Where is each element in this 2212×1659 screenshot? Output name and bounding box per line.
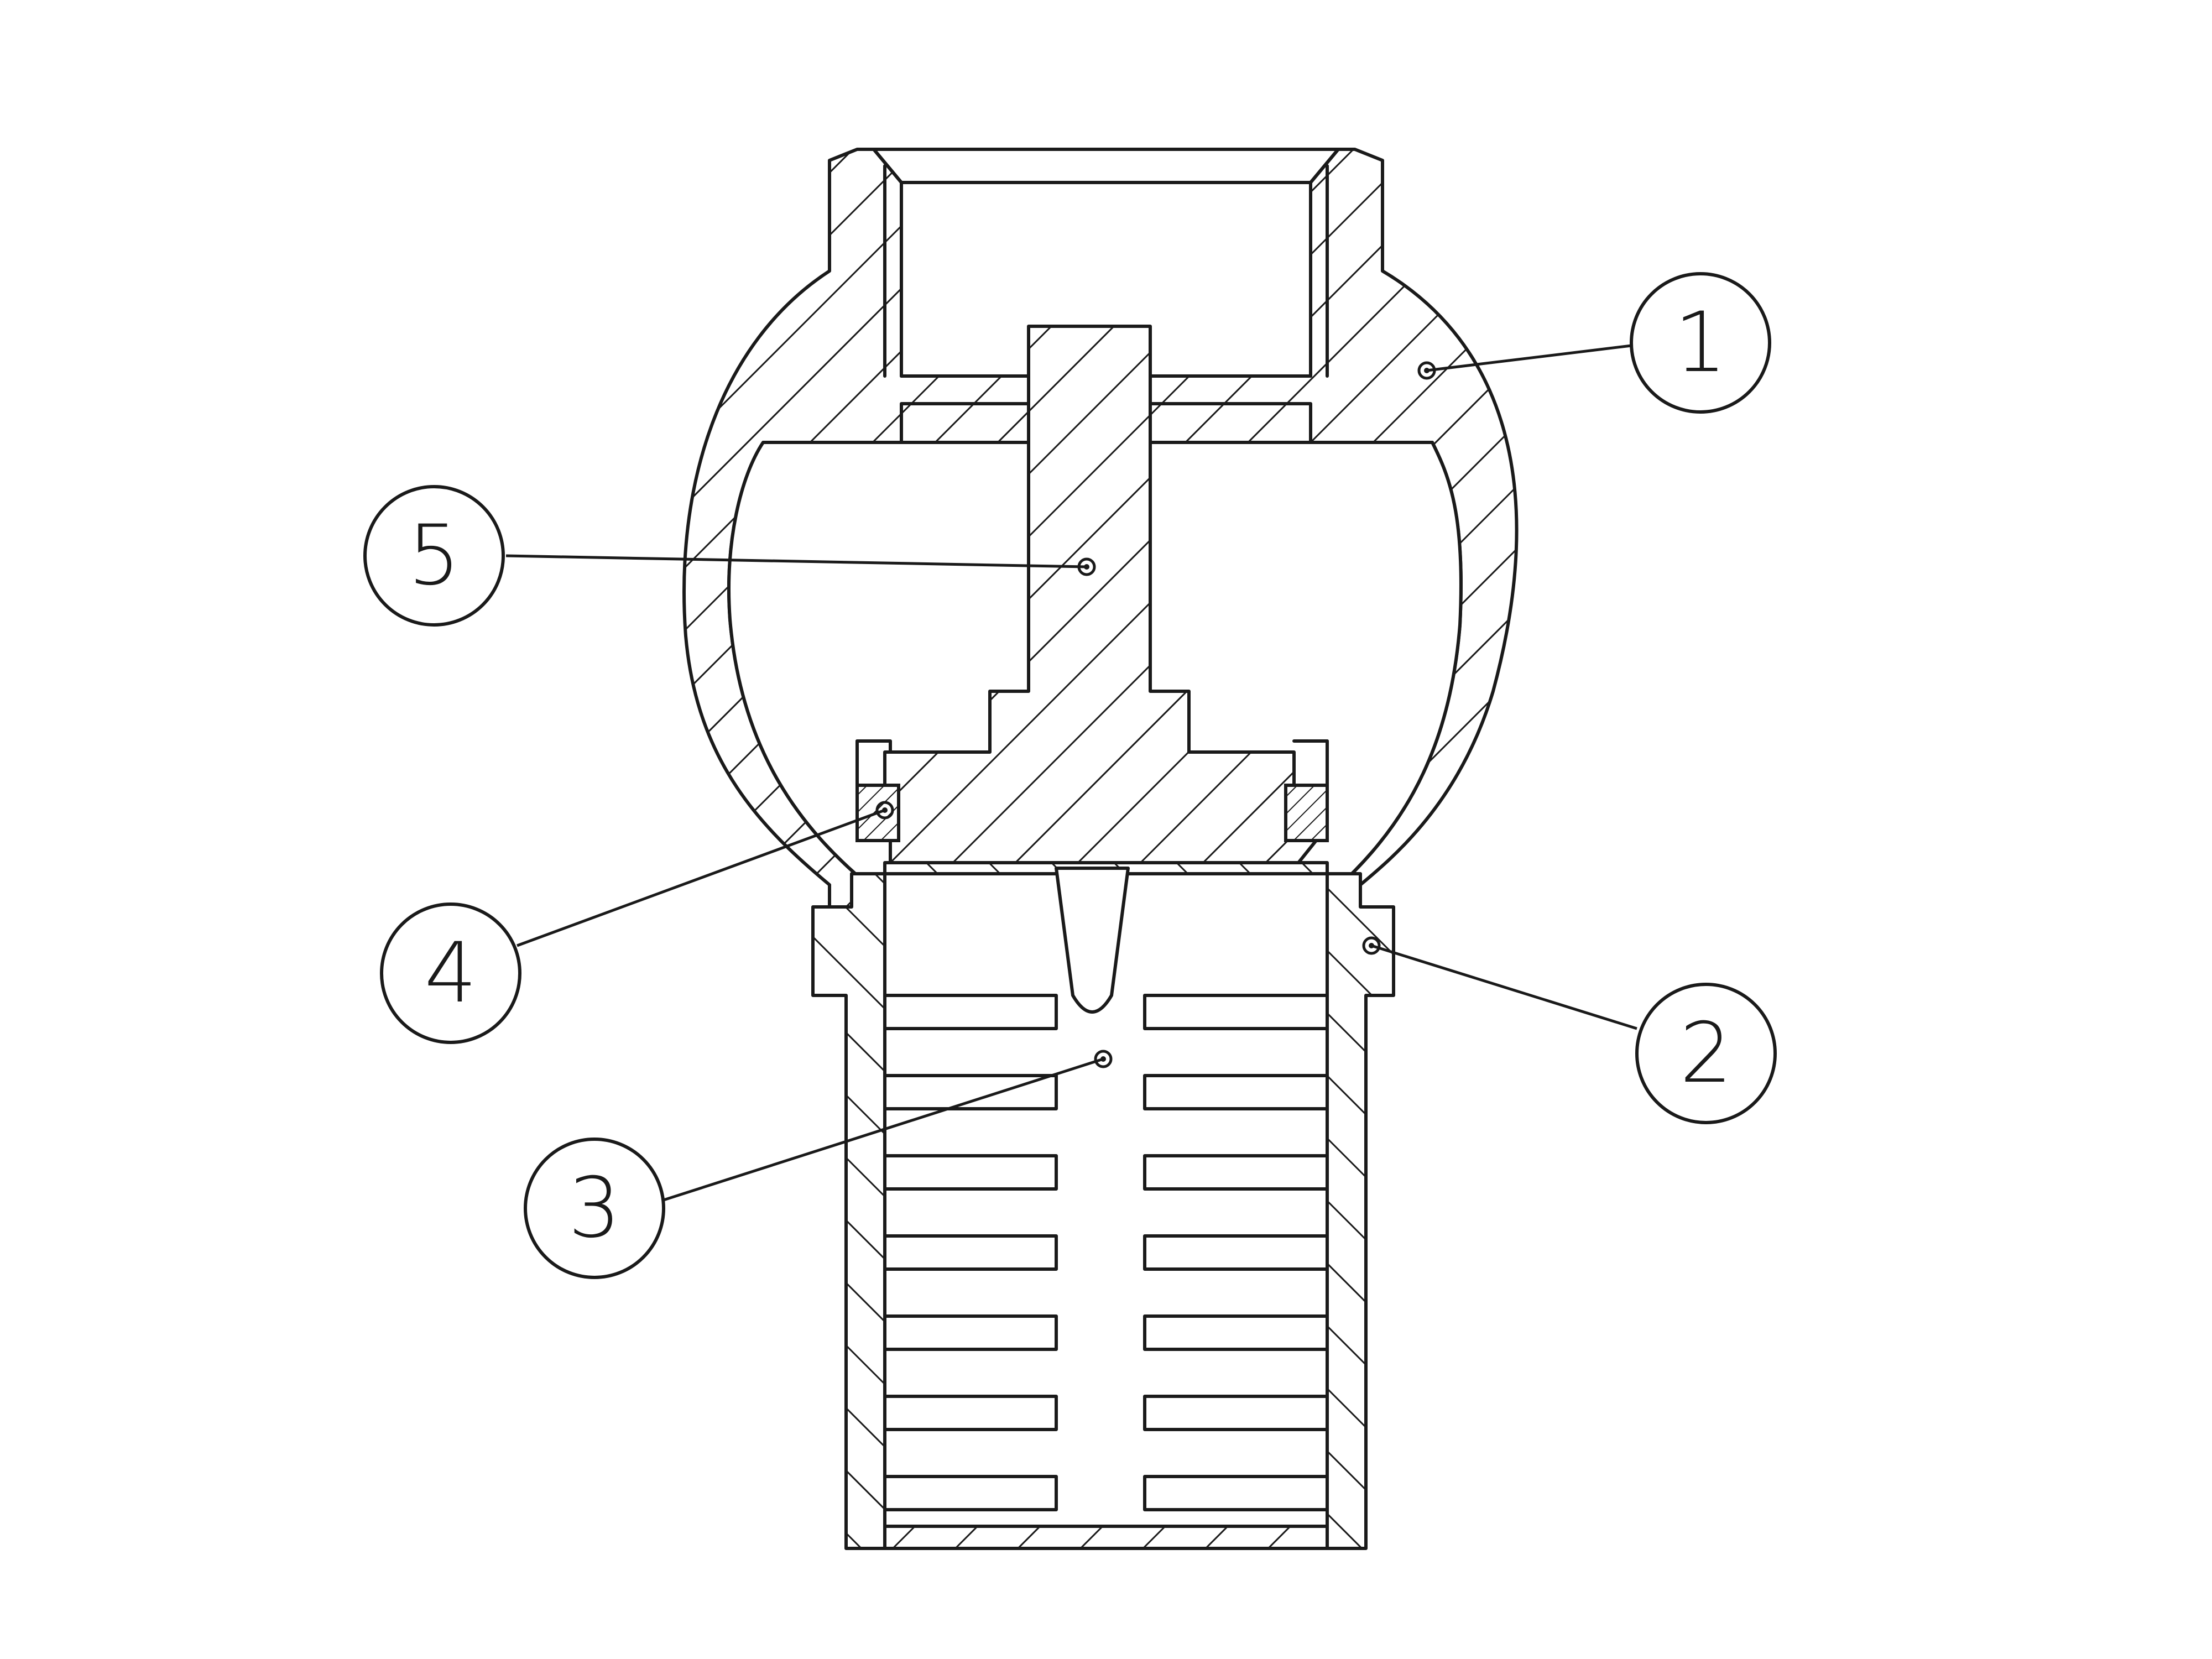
- balloon-5: [363, 485, 505, 627]
- balloon-1: [1630, 272, 1771, 414]
- balloon-2: [1635, 983, 1777, 1124]
- balloon-4: [380, 902, 521, 1044]
- callout-4: 4: [380, 801, 894, 1044]
- callout-3: 3: [524, 1050, 1113, 1279]
- callout-1: 1: [1417, 272, 1771, 414]
- callout-5: 5: [363, 485, 1096, 627]
- callout-2: 2: [1362, 936, 1777, 1124]
- strainer-slots-right: [1143, 994, 1329, 1511]
- balloon-3: [524, 1138, 665, 1279]
- balloon-2-label: 2: [1679, 1005, 1732, 1102]
- strainer-body-part: [811, 861, 1395, 1550]
- balloon-5-label: 5: [408, 508, 460, 604]
- strainer-slots-left: [883, 994, 1058, 1511]
- balloon-1-label: 1: [1674, 295, 1726, 391]
- balloon-4-label: 4: [424, 925, 477, 1021]
- balloon-3-label: 3: [568, 1160, 620, 1256]
